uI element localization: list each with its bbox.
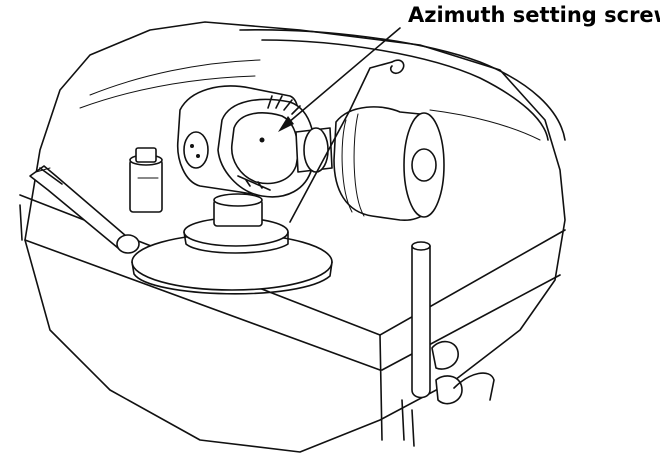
platter <box>79 28 566 141</box>
counterweight <box>333 106 445 221</box>
arm-shaft <box>295 127 333 173</box>
lift-rod <box>401 241 495 447</box>
pivot-post <box>213 193 263 227</box>
arm-base-plate <box>131 217 333 295</box>
arm-rest-post <box>129 147 163 213</box>
azimuth-screw-label: Azimuth setting screw <box>408 3 660 27</box>
plinth <box>19 21 566 453</box>
cue-lever <box>29 165 140 254</box>
gimbal-yoke <box>176 85 315 198</box>
anti-skate-wire <box>289 59 405 223</box>
callout-leader <box>278 27 401 132</box>
